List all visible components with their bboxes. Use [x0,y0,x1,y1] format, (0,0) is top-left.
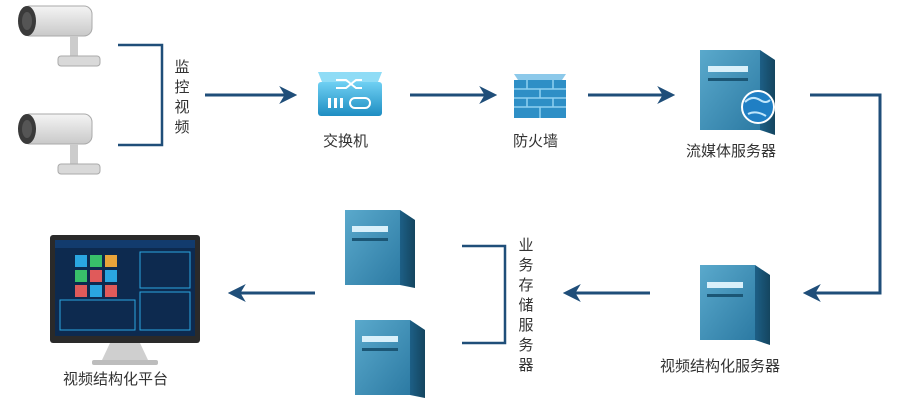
streaming-server-label: 流媒体服务器 [686,142,777,160]
storage-server-1-icon [345,210,415,288]
structuring-server-label: 视频结构化服务器 [660,357,781,375]
storage-bracket [462,244,507,345]
structuring-server-icon [700,265,770,345]
camera-2-icon [18,113,101,175]
streaming-server-icon [700,50,775,135]
platform-label: 视频结构化平台 [63,370,169,388]
switch-label: 交换机 [323,132,369,150]
camera-1-icon [18,5,101,67]
switch-icon [318,72,382,116]
storage-server-label: 业务存储服务器 [518,236,534,374]
storage-server-2-icon [355,320,425,398]
camera-bracket [118,43,164,147]
platform-monitor-icon [50,235,200,365]
connector-streaming-to-structuring [802,93,882,302]
firewall-icon [514,74,566,118]
firewall-label: 防火墙 [513,132,559,150]
monitor-video-label: 监控视频 [174,58,190,136]
